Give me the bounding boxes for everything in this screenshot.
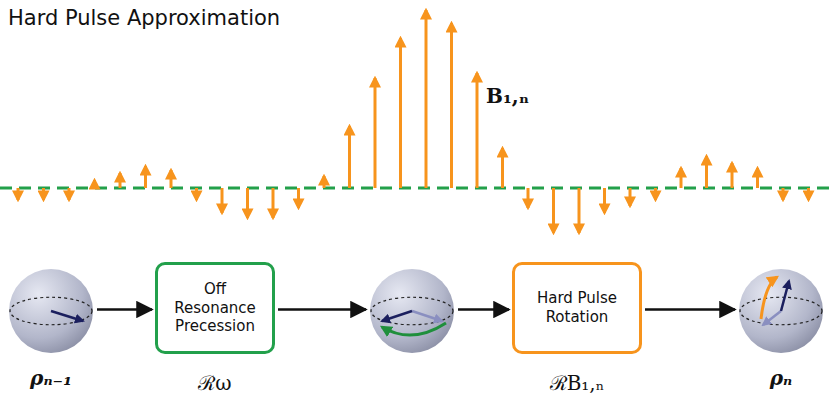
pulse-stem [323,176,326,188]
sphere-figure [369,268,455,354]
bloch-sphere [369,268,455,354]
pulse-stem [680,168,683,188]
pulse-stem [399,38,402,188]
pulse-stem [93,180,96,188]
pulse-stem [170,170,173,188]
pulse-stem [705,156,708,188]
process-box: Hard Pulse RotationℛB₁,ₙ [512,262,642,354]
bloch-sphere: ρₙ₋₁ [8,268,94,354]
state-label: ρₙ [770,366,792,390]
pulse-stem [348,126,351,188]
pulse-stem [119,173,122,188]
pulse-stem [527,188,530,208]
pulse-stem [629,188,632,206]
pulse-stem [425,10,428,188]
field-label: B₁,ₙ [486,84,529,108]
pulse-stem [578,188,581,233]
pulse-stem [501,148,504,188]
pulse-stem [756,168,759,188]
flow-arrow [458,308,509,311]
pulse-stem [17,188,20,200]
pulse-stem [782,188,785,200]
sphere-figure [738,268,824,354]
state-label: ρₙ₋₁ [30,366,72,390]
title: Hard Pulse Approximation [8,6,280,30]
pulse-stem [297,188,300,208]
box-label: Hard Pulse Rotation [521,289,633,327]
pulse-stem [654,188,657,200]
pulse-stem [450,23,453,188]
flow-arrow [278,308,366,311]
pulse-stem [221,188,224,213]
sphere-figure [8,268,94,354]
operator-label: ℛB₁,ₙ [550,369,605,396]
pulse-stem [272,188,275,218]
pulse-stem [42,188,45,200]
pulse-stem [68,188,71,200]
pulse-stem [246,188,249,218]
box-label: Off Resonance Precession [164,280,266,336]
process-box: Off Resonance Precessionℛω [155,262,275,354]
flow-arrow [645,308,735,311]
flow-arrow [97,308,152,311]
bloch-sphere: ρₙ [738,268,824,354]
pulse-stem [144,166,147,188]
pulse-stem [731,163,734,188]
pulse-stem [374,78,377,188]
pulse-stem [603,188,606,213]
pulse-stem [552,188,555,233]
pulse-stem [807,188,810,200]
operator-label: ℛω [198,369,231,396]
pulse-stem [195,188,198,200]
pulse-stem [476,73,479,188]
